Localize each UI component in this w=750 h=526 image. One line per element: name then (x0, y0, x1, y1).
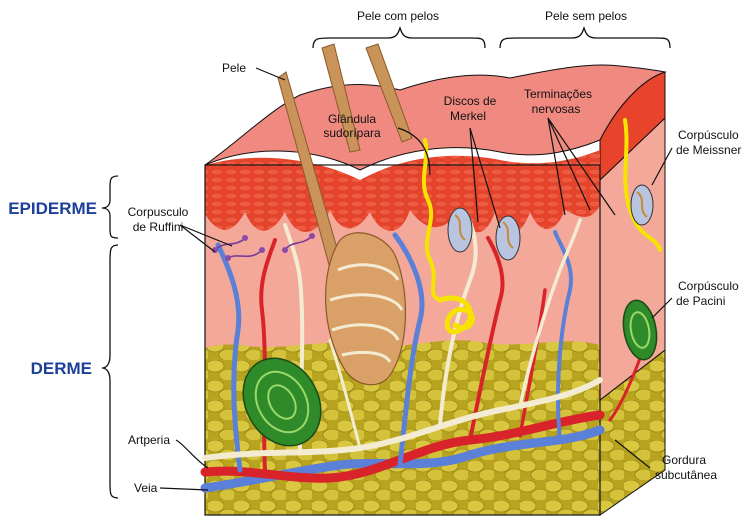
label-ruffini-line2: de Ruffini (133, 220, 183, 234)
pacini-corpuscle-front (242, 357, 322, 447)
block-front-outline (204, 164, 601, 516)
hair-shaft-2 (321, 43, 361, 153)
nerve-main (202, 377, 603, 461)
nerve-fibers (202, 218, 603, 461)
label-discos-line1: Discos de (444, 94, 497, 108)
vein-branch-left (215, 242, 243, 473)
label-ruffini-line1: Corpusculo (128, 205, 189, 219)
hair-follicle (325, 232, 407, 386)
label-pacini-line1: Corpúsculo (678, 279, 739, 293)
hair-structures (277, 43, 413, 386)
label-gordura-line1: Gordura (662, 453, 706, 467)
label-epiderme: EPIDERME (8, 199, 97, 218)
sweat-duct (421, 138, 442, 302)
merkel-meissner-receptors (447, 184, 654, 261)
sweat-gland (421, 118, 662, 335)
vein-branch-center (392, 232, 425, 468)
label-discos-line2: Merkel (450, 109, 486, 123)
artery-branch-right (518, 288, 547, 438)
follicle-spiral (329, 263, 404, 363)
brace-derme (101, 244, 119, 499)
artery-branch-center (468, 236, 505, 442)
label-meissner-line1: Corpúsculo (678, 128, 739, 142)
sweat-duct-side (623, 118, 662, 252)
label-artperia: Artperia (128, 433, 170, 447)
label-glandula-line1: Glândula (328, 112, 376, 126)
epidermis-layer (205, 150, 600, 233)
pacini-corpuscle-side (622, 299, 658, 361)
label-pele-com-pelos: Pele com pelos (357, 9, 439, 23)
label-pacini-line2: de Pacini (676, 294, 725, 308)
blood-vessels (200, 230, 652, 493)
nerve-branch-2 (438, 220, 478, 427)
nerve-branch-4 (328, 338, 362, 450)
brace-pele-sem-pelos (499, 25, 671, 49)
label-pele-sem-pelos: Pele sem pelos (545, 9, 627, 23)
ruffini-corpuscles (212, 233, 315, 261)
label-derme: DERME (31, 359, 92, 378)
label-glandula-line2: sudorípara (323, 126, 381, 140)
sweat-gland-coil (437, 295, 475, 335)
label-gordura-line2: subcutânea (655, 468, 717, 482)
label-terminacoes-line2: nervosas (532, 102, 581, 116)
brace-pele-com-pelos (312, 25, 486, 49)
label-pele: Pele (222, 61, 246, 75)
brace-epiderme (101, 175, 119, 239)
vein-branch-right (553, 230, 573, 442)
skin-surface (204, 64, 667, 171)
pacini-corpuscles (242, 299, 658, 447)
label-terminacoes-line1: Terminações (524, 87, 592, 101)
label-meissner-line2: de Meissner (676, 143, 741, 157)
label-veia: Veia (134, 481, 158, 495)
hair-shaft-3 (365, 43, 413, 143)
labels: Pele com pelos Pele sem pelos Pele Glând… (8, 9, 741, 495)
leader-lines (159, 67, 673, 491)
nerve-branch-3 (518, 218, 582, 408)
